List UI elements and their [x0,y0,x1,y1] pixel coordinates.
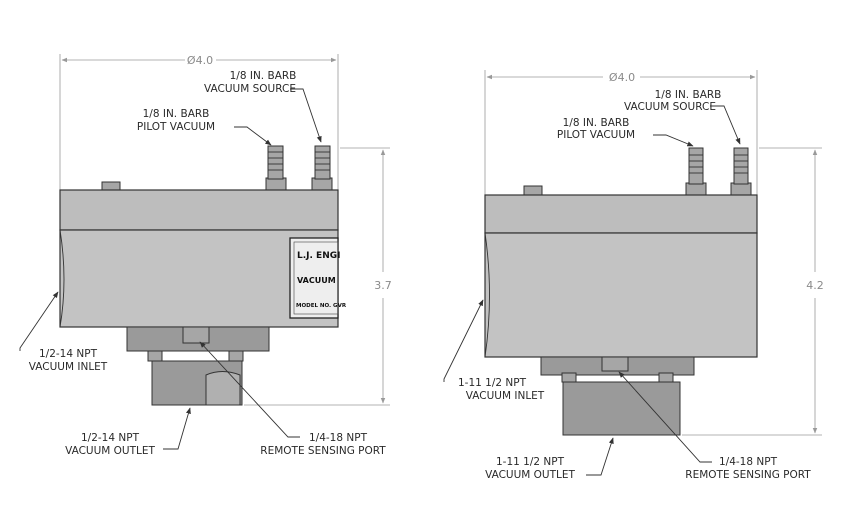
right-source-barb [730,147,752,196]
right-sensing-label-line2: REMOTE SENSING PORT [685,469,811,481]
plate-brand-text: L.J. ENGI [297,251,340,261]
right-cap-screw [523,185,543,196]
right-sensing-label-line1: 1/4-18 NPT [719,456,778,468]
right-regulator-view: Ø4.0 4.2 1/8 IN. BARB VACUUM SOURCE [443,70,824,481]
left-source-barb [311,145,333,191]
right-pilot-label-line2: PILOT VACUUM [557,129,635,141]
right-diameter-dimension: Ø4.0 [609,71,635,84]
left-outlet-label-line1: 1/2-14 NPT [81,432,140,444]
left-nameplate: L.J. ENGI VACUUM MODEL NO. GVR [289,237,347,319]
left-diameter-dimension: Ø4.0 [187,54,213,67]
right-pilot-barb [685,147,707,196]
right-body [484,232,758,358]
left-pilot-barb [265,145,287,191]
plate-title-text: VACUUM [297,276,336,285]
left-source-label-line2: VACUUM SOURCE [204,83,296,95]
left-regulator-view: Ø4.0 L.J. ENGI VACUUM MODEL NO. GVR [19,54,392,457]
left-lid [59,189,339,231]
right-source-label-line1: 1/8 IN. BARB [655,89,722,101]
left-height-dimension: 3.7 [374,279,392,292]
plate-model-text: MODEL NO. GVR [296,303,347,309]
right-outlet-label-line2: VACUUM OUTLET [485,469,575,481]
right-height-dimension: 4.2 [806,279,824,292]
left-source-label-line1: 1/8 IN. BARB [230,70,297,82]
right-outlet-label-line1: 1-11 1/2 NPT [496,456,565,468]
left-sensing-label-line1: 1/4-18 NPT [309,432,368,444]
right-pilot-label-line1: 1/8 IN. BARB [563,117,630,129]
right-outlet-body [562,381,681,436]
left-inlet-label-line1: 1/2-14 NPT [39,348,98,360]
left-pilot-label-line1: 1/8 IN. BARB [143,108,210,120]
left-sensing-label-line2: REMOTE SENSING PORT [260,445,386,457]
right-lid [484,194,758,234]
right-inlet-label-line1: 1-11 1/2 NPT [458,377,527,389]
left-inlet-label-line2: VACUUM INLET [29,361,108,373]
right-source-label-line2: VACUUM SOURCE [624,101,716,113]
right-inlet-label-line2: VACUUM INLET [466,390,545,402]
left-pilot-label-line2: PILOT VACUUM [137,121,215,133]
left-outlet-label-line2: VACUUM OUTLET [65,445,155,457]
